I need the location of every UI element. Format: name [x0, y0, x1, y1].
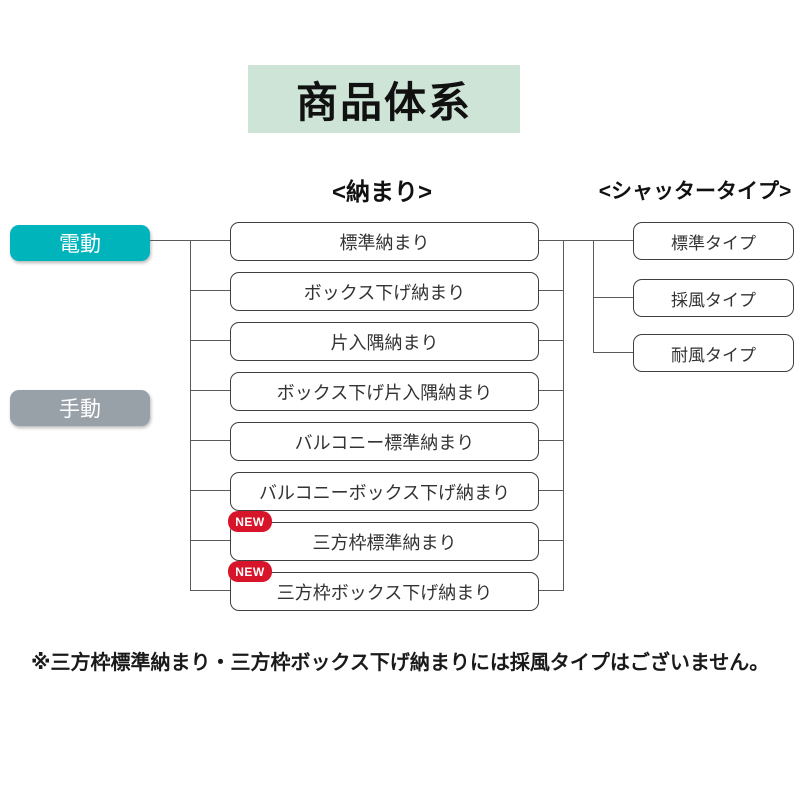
- shutter-type-box: 耐風タイプ: [633, 334, 794, 372]
- connector-line: [190, 290, 230, 291]
- footnote: ※三方枠標準納まり・三方枠ボックス下げ納まりには採風タイプはございません。: [31, 652, 770, 674]
- connector-line: [537, 590, 563, 591]
- new-badge: NEW: [228, 561, 272, 582]
- connector-line: [537, 340, 563, 341]
- connector-line: [190, 340, 230, 341]
- page-title: 商品体系: [248, 65, 520, 133]
- fit-box: バルコニーボックス下げ納まり: [230, 472, 539, 511]
- connector-line: [593, 240, 594, 353]
- fit-box: ボックス下げ納まり: [230, 272, 539, 311]
- connector-line: [563, 240, 564, 591]
- connector-line: [537, 290, 563, 291]
- electric-drive-box: 電動: [10, 225, 150, 261]
- fit-column-header: <納まり>: [331, 179, 433, 206]
- fit-box: 三方枠ボックス下げ納まり: [230, 572, 539, 611]
- fit-box: 標準納まり: [230, 222, 539, 261]
- connector-line: [593, 352, 633, 353]
- fit-box: 片入隅納まり: [230, 322, 539, 361]
- fit-box: 三方枠標準納まり: [230, 522, 539, 561]
- manual-drive-box: 手動: [10, 390, 150, 426]
- new-badge: NEW: [228, 511, 272, 532]
- connector-line: [537, 240, 633, 241]
- shutter-type-box: 採風タイプ: [633, 279, 794, 317]
- connector-line: [190, 490, 230, 491]
- connector-line: [190, 590, 230, 591]
- connector-line: [190, 540, 230, 541]
- connector-line: [537, 390, 563, 391]
- connector-line: [593, 297, 633, 298]
- fit-box: バルコニー標準納まり: [230, 422, 539, 461]
- connector-line: [190, 390, 230, 391]
- connector-line: [537, 540, 563, 541]
- connector-line: [190, 440, 230, 441]
- connector-line: [537, 490, 563, 491]
- shutter-type-box: 標準タイプ: [633, 222, 794, 260]
- connector-line: [190, 240, 191, 591]
- connector-line: [537, 440, 563, 441]
- shutter-column-header: <シャッタータイプ>: [598, 180, 792, 203]
- fit-box: ボックス下げ片入隅納まり: [230, 372, 539, 411]
